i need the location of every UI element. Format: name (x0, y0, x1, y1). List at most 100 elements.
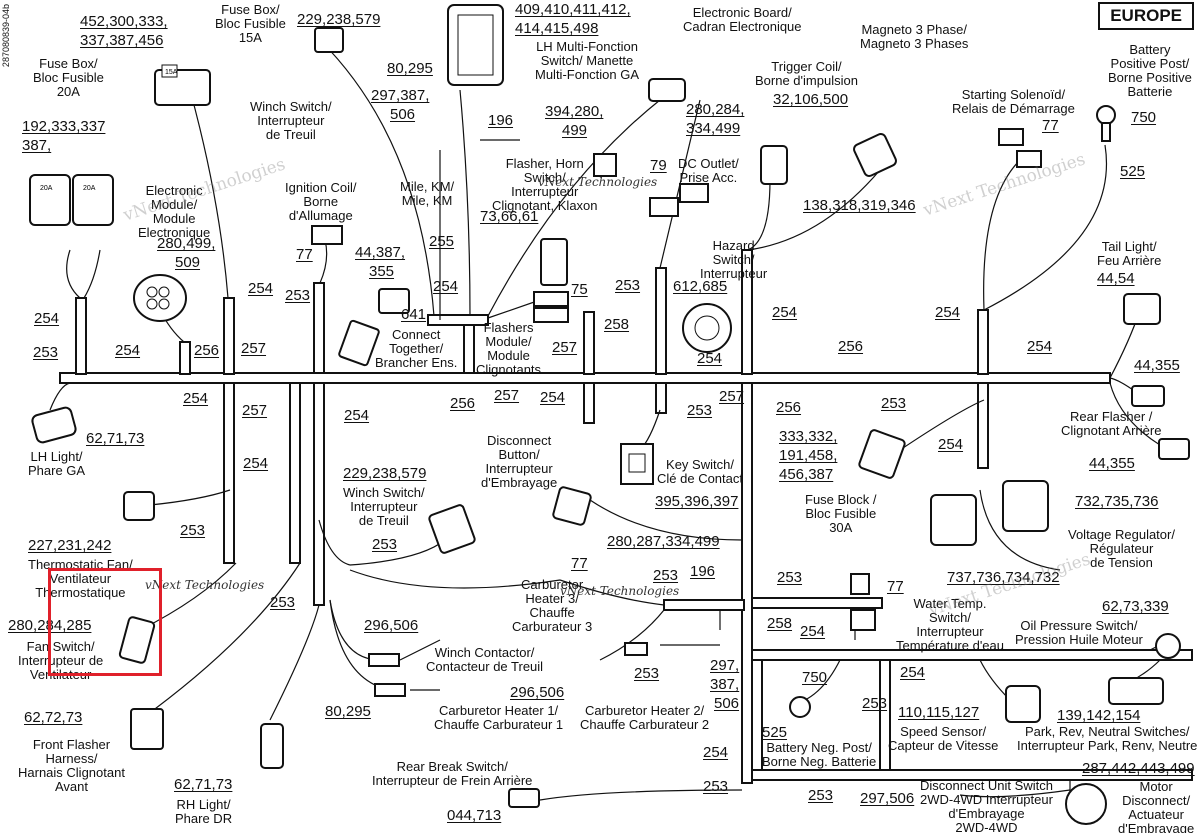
code-254-k2: 254 (243, 455, 269, 472)
rear-flasher-top-connector-icon (1131, 385, 1165, 407)
watermark-4: vNext Technologies (145, 578, 265, 592)
magneto-connector-icon (853, 133, 897, 177)
code-253-e: 253 (372, 536, 398, 553)
carb-heater-2-connector-icon (624, 642, 648, 656)
code-750-bot: 750 (802, 669, 828, 686)
electronic-module-connector-icon (133, 274, 187, 322)
code-253-l: 253 (808, 787, 834, 804)
label-starting-solenoid: Starting Solenoïd/Relais de Démarrage (952, 87, 1075, 116)
code-254-j: 254 (938, 436, 964, 453)
code-258-b: 258 (767, 615, 793, 632)
trigger-coil-connector-icon (760, 145, 788, 185)
code-409: 409,410,411,412, (515, 1, 631, 18)
code-77-ign: 77 (296, 246, 313, 263)
code-44-54: 44,54 (1097, 270, 1135, 287)
code-32: 32,106,500 (773, 91, 849, 108)
highlight-box-fan-switch (48, 568, 162, 676)
code-256-b: 256 (838, 338, 864, 355)
code-506-top: 506 (390, 106, 416, 123)
code-229-mid: 229,238,579 (343, 465, 427, 482)
code-253-h: 253 (777, 569, 803, 586)
key-switch-connector-icon (620, 443, 654, 485)
winch-switch-top-connector-icon (314, 27, 344, 53)
lh-multifunction-connector-icon (648, 78, 686, 102)
code-257-e: 257 (242, 402, 268, 419)
code-254-d: 254 (772, 304, 798, 321)
code-44-355-b: 44,355 (1089, 455, 1135, 472)
flasher-horn-connector-icon (593, 153, 617, 177)
electronic-board-connector-icon (447, 4, 504, 86)
flasher-connector-icon (540, 238, 568, 286)
rear-flasher-connector-icon (1158, 438, 1190, 460)
code-253-left: 253 (33, 344, 59, 361)
code-80-295-bot: 80,295 (325, 703, 371, 720)
oil-pressure-connector-icon (1155, 633, 1181, 659)
code-253-i: 253 (634, 665, 660, 682)
label-speed-sensor: Speed Sensor/Capteur de Vitesse (888, 724, 999, 753)
water-temp-connector-icon (850, 573, 876, 631)
code-254-c: 254 (115, 342, 141, 359)
label-dc-outlet: DC Outlet/Prise Acc. (678, 156, 739, 185)
code-256-c: 256 (776, 399, 802, 416)
code-525-bot: 525 (762, 724, 788, 741)
code-79: 79 (650, 157, 667, 174)
battery-positive-terminal-icon (1096, 105, 1116, 142)
code-44-387: 44,387, (355, 244, 406, 261)
code-62-73-339: 62,73,339 (1102, 598, 1169, 615)
code-110: 110,115,127 (898, 704, 980, 721)
code-456-387: 456,387 (779, 466, 834, 483)
code-62-71-73: 62,71,73 (86, 430, 145, 447)
code-254-a: 254 (433, 278, 459, 295)
label-key-switch: Key Switch/Clé de Contact (657, 457, 743, 486)
code-334-499: 334,499 (686, 120, 741, 137)
svg-text:20A: 20A (40, 185, 53, 192)
fuse-box-15a-connector-icon: 15A (154, 64, 211, 106)
svg-text:20A: 20A (83, 185, 96, 192)
code-452: 452,300,333, (80, 13, 168, 30)
code-254-l: 254 (900, 664, 926, 681)
label-electronic-board: Electronic Board/Cadran Electronique (683, 5, 802, 34)
code-258-a: 258 (604, 316, 630, 333)
code-387: 387, (22, 137, 52, 154)
label-lh-light: LH Light/Phare GA (28, 449, 86, 478)
document-id: 287080839-04b (1, 4, 11, 68)
label-rh-light: RH Light/Phare DR (175, 797, 233, 826)
code-62-72-73: 62,72,73 (24, 709, 83, 726)
code-280-499: 280,499, (157, 235, 216, 252)
label-rear-flasher: Rear Flasher /Clignotant Arrière (1061, 409, 1162, 438)
code-257-b: 257 (552, 339, 578, 356)
disconnect-button-connector-icon (552, 486, 592, 526)
watermark-5: vNext Technologies (560, 584, 680, 598)
park-rev-connector-icon (1108, 677, 1164, 705)
code-333-332: 333,332, (779, 428, 838, 445)
fuse-box-20a-connector-icon: 20A 20A (29, 174, 114, 226)
code-499: 499 (562, 122, 588, 139)
code-612: 612,685 (673, 278, 728, 295)
code-62-71-73-b: 62,71,73 (174, 776, 233, 793)
code-253-k: 253 (703, 778, 729, 795)
label-park-rev: Park, Rev, Neutral Switches/Interrupteur… (1017, 724, 1198, 753)
code-296-506: 296,506 (364, 617, 419, 634)
code-297: 297, (710, 657, 740, 674)
code-253-g: 253 (653, 567, 679, 584)
rh-light-connector-icon (260, 723, 284, 769)
code-254-f: 254 (1027, 338, 1053, 355)
code-297-387: 297,387, (371, 87, 430, 104)
thermostatic-fan-connector-icon (123, 491, 155, 521)
code-192: 192,333,337 (22, 118, 106, 135)
code-750-top: 750 (1131, 109, 1157, 126)
code-255: 255 (429, 233, 455, 250)
code-296-506-b: 296,506 (510, 684, 565, 701)
code-253-c: 253 (687, 402, 713, 419)
dc-outlet-connector-icon (649, 183, 709, 217)
